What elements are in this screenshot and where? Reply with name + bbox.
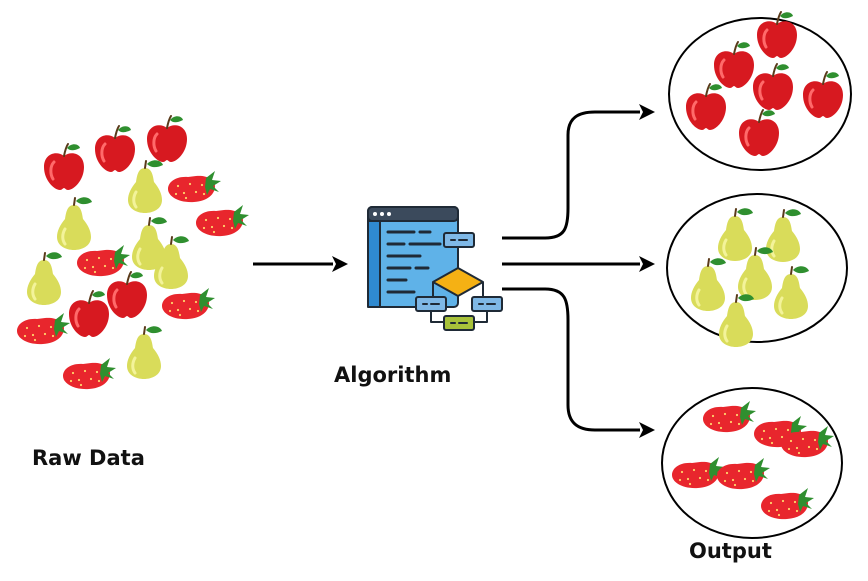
raw-apple-5	[105, 270, 149, 320]
raw-strawberry-5	[17, 313, 70, 345]
raw-strawberry-6	[63, 358, 116, 390]
algorithm-icon	[367, 206, 503, 331]
raw-data-cluster	[17, 114, 249, 390]
raw-pear-6	[125, 324, 164, 381]
raw-pear-2	[55, 195, 94, 252]
algorithm-label: Algorithm	[334, 363, 452, 387]
raw-apple-4	[67, 289, 111, 339]
output-group-strawberries	[661, 387, 843, 539]
raw-apple-1	[42, 142, 86, 192]
output-group-pears	[666, 193, 848, 349]
output-arrowheads	[639, 104, 655, 438]
raw-data-label: Raw Data	[32, 446, 145, 470]
output-arrows	[502, 110, 640, 432]
output-label: Output	[689, 539, 772, 563]
raw-apple-3	[145, 114, 189, 164]
input-arrow	[253, 256, 348, 272]
raw-strawberry-3	[77, 245, 130, 277]
raw-strawberry-2	[196, 205, 249, 237]
arrow-to-apples	[502, 110, 640, 240]
arrow-to-strawberries	[502, 287, 640, 432]
raw-apple-2	[93, 124, 137, 174]
raw-pear-5	[25, 250, 64, 307]
raw-pear-1	[126, 158, 165, 215]
raw-strawberry-1	[168, 171, 221, 203]
raw-strawberry-4	[162, 288, 215, 320]
output-group-apples	[668, 10, 852, 171]
